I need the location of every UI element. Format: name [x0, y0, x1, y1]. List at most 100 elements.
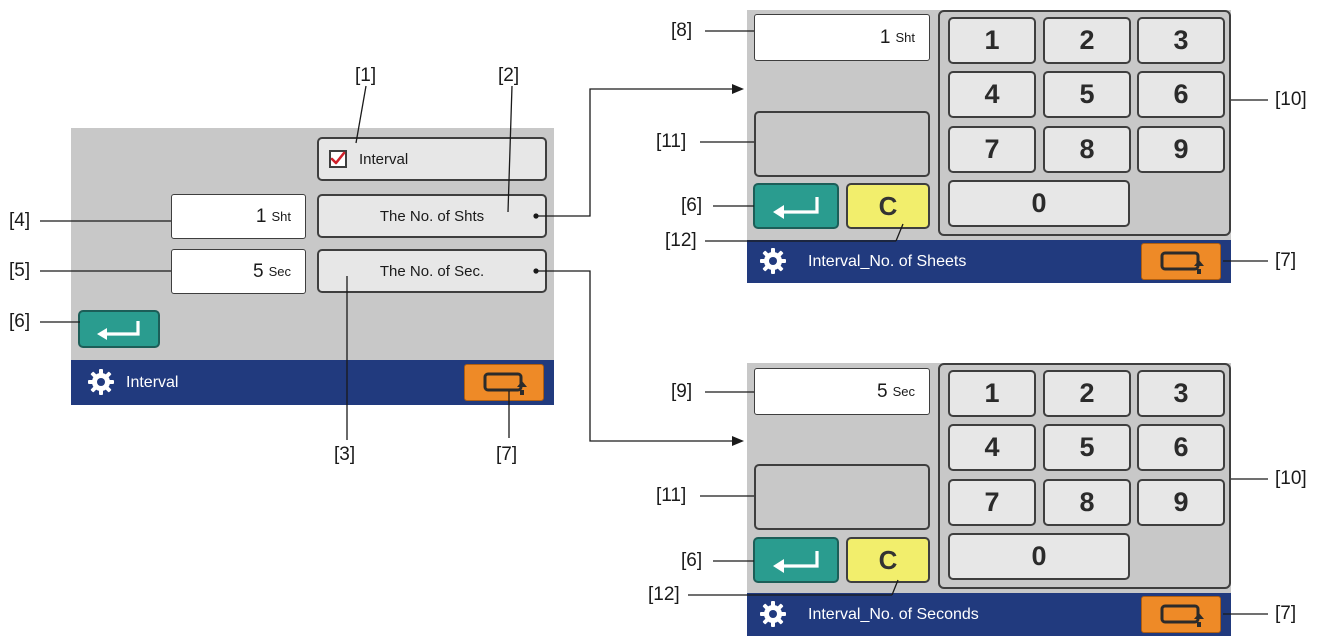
no-of-sheets-button[interactable]: The No. of Shts — [317, 194, 547, 238]
key-2[interactable]: 2 — [1043, 17, 1131, 64]
clear-label: C — [878, 544, 898, 575]
key-2[interactable]: 2 — [1043, 370, 1131, 417]
key-0[interactable]: 0 — [948, 180, 1130, 227]
key-label: 0 — [1031, 188, 1047, 218]
key-label: 5 — [1079, 432, 1095, 462]
key-label: 1 — [984, 378, 1000, 408]
callout-4: [4] — [9, 210, 31, 231]
callout-12: [12] — [648, 584, 680, 605]
key-label: 8 — [1079, 487, 1095, 517]
callout-10: [10] — [1275, 89, 1307, 110]
enter-button[interactable] — [753, 537, 839, 583]
key-3[interactable]: 3 — [1137, 17, 1225, 64]
key-label: 7 — [984, 487, 1000, 517]
enter-button[interactable] — [753, 183, 839, 229]
sheets-entry-field: 1 Sht — [754, 14, 930, 61]
key-5[interactable]: 5 — [1043, 71, 1131, 118]
sheets-value: 1 — [255, 205, 267, 227]
seconds-entry-field: 5 Sec — [754, 368, 930, 415]
enter-arrow-icon — [773, 551, 819, 573]
callout-11: [11] — [656, 131, 687, 152]
clear-button[interactable]: C — [846, 537, 930, 583]
callout-7: [7] — [1275, 603, 1297, 624]
clear-label: C — [878, 190, 898, 221]
key-label: 9 — [1173, 134, 1189, 164]
gear-icon — [88, 369, 114, 395]
seconds-unit: Sec — [268, 264, 291, 279]
footer-bar: Interval_No. of Sheets — [747, 240, 1231, 283]
key-label: 5 — [1079, 79, 1095, 109]
key-1[interactable]: 1 — [948, 370, 1036, 417]
key-8[interactable]: 8 — [1043, 126, 1131, 173]
gear-icon — [760, 601, 786, 627]
key-4[interactable]: 4 — [948, 424, 1036, 471]
enter-arrow-icon — [97, 321, 140, 340]
sheets-entry-value: 1 — [879, 26, 891, 48]
key-label: 7 — [984, 134, 1000, 164]
seconds-entry-unit: Sec — [892, 384, 915, 399]
key-label: 2 — [1079, 378, 1095, 408]
key-label: 6 — [1173, 432, 1189, 462]
callout-3: [3] — [334, 444, 356, 465]
footer-bar: Interval_No. of Seconds — [747, 593, 1231, 636]
numeric-keypad: 1 2 3 4 5 6 7 8 9 0 — [938, 10, 1231, 236]
key-7[interactable]: 7 — [948, 479, 1036, 526]
sheets-entry-unit: Sht — [895, 30, 915, 45]
callout-10: [10] — [1275, 468, 1307, 489]
return-button[interactable] — [1141, 596, 1221, 633]
key-7[interactable]: 7 — [948, 126, 1036, 173]
gear-icon — [760, 248, 786, 274]
callout-6: [6] — [9, 311, 31, 332]
message-area — [754, 111, 930, 177]
key-5[interactable]: 5 — [1043, 424, 1131, 471]
footer-bar: Interval — [71, 360, 554, 405]
return-button[interactable] — [464, 364, 544, 401]
callout-12: [12] — [665, 230, 697, 251]
callout-5: [5] — [9, 260, 31, 281]
key-label: 4 — [984, 432, 1000, 462]
no-of-seconds-label: The No. of Sec. — [379, 262, 485, 280]
footer-title: Interval_No. of Seconds — [808, 605, 979, 623]
footer-title: Interval — [126, 373, 179, 391]
callout-6: [6] — [681, 195, 703, 216]
key-9[interactable]: 9 — [1137, 126, 1225, 173]
key-label: 8 — [1079, 134, 1095, 164]
key-9[interactable]: 9 — [1137, 479, 1225, 526]
callout-1: [1] — [355, 65, 377, 86]
key-label: 1 — [984, 25, 1000, 55]
enter-button[interactable] — [78, 310, 160, 348]
key-6[interactable]: 6 — [1137, 71, 1225, 118]
key-0[interactable]: 0 — [948, 533, 1130, 580]
key-label: 3 — [1173, 25, 1189, 55]
key-label: 2 — [1079, 25, 1095, 55]
key-label: 3 — [1173, 378, 1189, 408]
interval-checkbox-button[interactable]: Interval — [317, 137, 547, 181]
callout-7: [7] — [496, 444, 518, 465]
numeric-keypad: 1 2 3 4 5 6 7 8 9 0 — [938, 363, 1231, 589]
footer-title: Interval_No. of Sheets — [808, 252, 967, 270]
message-area — [754, 464, 930, 530]
key-4[interactable]: 4 — [948, 71, 1036, 118]
sheets-unit: Sht — [271, 209, 291, 224]
checkmark-icon — [330, 151, 346, 165]
return-icon — [1160, 604, 1204, 627]
callout-8: [8] — [671, 20, 693, 41]
no-of-seconds-button[interactable]: The No. of Sec. — [317, 249, 547, 293]
clear-button[interactable]: C — [846, 183, 930, 229]
key-label: 9 — [1173, 487, 1189, 517]
sheets-value-field: 1 Sht — [171, 194, 306, 239]
return-icon — [483, 372, 527, 395]
return-icon — [1160, 251, 1204, 274]
seconds-value: 5 — [253, 260, 264, 282]
key-label: 4 — [984, 79, 1000, 109]
enter-arrow-icon — [773, 197, 819, 219]
key-label: 0 — [1031, 541, 1047, 571]
key-6[interactable]: 6 — [1137, 424, 1225, 471]
key-1[interactable]: 1 — [948, 17, 1036, 64]
key-8[interactable]: 8 — [1043, 479, 1131, 526]
callout-2: [2] — [498, 65, 520, 86]
return-button[interactable] — [1141, 243, 1221, 280]
key-label: 6 — [1173, 79, 1189, 109]
key-3[interactable]: 3 — [1137, 370, 1225, 417]
no-of-sheets-label: The No. of Shts — [379, 207, 485, 225]
